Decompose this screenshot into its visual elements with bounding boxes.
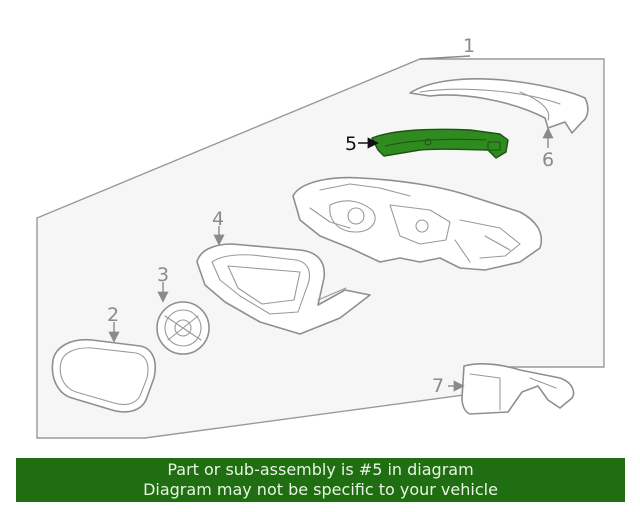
callout-1: 1 (463, 35, 475, 57)
callout-2: 2 (107, 304, 119, 326)
mirror-housing-bracket[interactable] (292, 176, 542, 271)
lower-cover-part-7[interactable] (461, 363, 575, 415)
mirror-frame-part-4[interactable] (196, 243, 371, 335)
turn-signal-part-5[interactable] (371, 128, 509, 159)
info-banner: Part or sub-assembly is #5 in diagram Di… (16, 458, 625, 502)
banner-line-2: Diagram may not be specific to your vehi… (143, 480, 498, 499)
actuator-motor-part-3[interactable] (156, 301, 210, 355)
callout-7: 7 (432, 375, 444, 397)
mirror-cover-part-6[interactable] (409, 78, 589, 134)
callout-6: 6 (542, 149, 554, 171)
banner-line-1: Part or sub-assembly is #5 in diagram (167, 460, 474, 479)
callout-4: 4 (212, 208, 224, 230)
callout-3: 3 (157, 264, 169, 286)
mirror-glass-part-2[interactable] (51, 338, 156, 413)
callout-5: 5 (345, 133, 357, 155)
leader-1 (419, 55, 471, 60)
